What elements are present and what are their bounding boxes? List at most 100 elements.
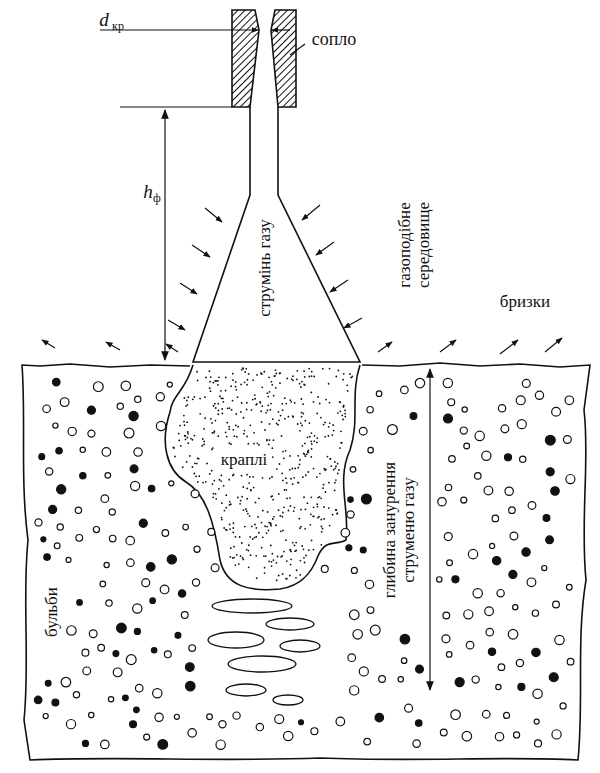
droplet-dot [302,476,304,478]
gas-bubble [123,695,129,701]
droplet-dot [302,413,304,415]
droplet-dot [305,474,307,476]
droplet-dot [324,436,326,438]
droplet-dot [174,456,176,458]
droplet-dot [258,444,260,446]
gas-bubble [437,577,442,582]
droplet-dot [310,392,312,394]
droplet-dot [233,474,235,476]
droplet-dot [304,562,306,564]
gas-bubble [462,407,467,412]
gas-bubble [164,651,171,658]
gas-bubble [219,721,226,728]
droplet-dot [294,507,296,509]
droplet-dot [322,368,324,370]
droplet-dot [242,367,244,369]
droplet-dot [313,468,315,470]
droplet-dot [335,509,337,511]
droplet-dot [241,475,243,477]
droplet-dot [278,509,280,511]
droplet-dot [280,415,282,417]
gas-bubble [98,644,105,651]
droplet-dot [221,502,223,504]
gas-bubble [44,554,51,561]
droplet-stipple [172,367,353,581]
droplet-dot [192,398,194,400]
droplet-dot [248,373,250,375]
gas-bubble [89,630,97,638]
droplet-dot [339,401,341,403]
droplet-dot [211,422,213,424]
droplet-dot [228,479,230,481]
droplet-dot [351,376,353,378]
droplet-dot [261,405,263,407]
gas-bubble [452,576,459,583]
gas-bubble [410,413,417,420]
droplet-dot [192,439,194,441]
droplet-dot [243,433,245,435]
gas-bubble [447,560,453,566]
gas-bubble [455,678,464,687]
droplet-dot [230,385,232,387]
droplet-dot [260,410,262,412]
gas-bubble [347,511,354,518]
droplet-dot [334,482,336,484]
droplet-dot [214,403,216,405]
droplet-dot [333,430,335,432]
droplet-dot [331,434,333,436]
droplet-dot [265,412,267,414]
droplet-dot [261,421,263,423]
gas-bubble [144,734,150,740]
gas-bubble [54,543,60,549]
droplet-dot [328,507,330,509]
gas-bubble [67,626,76,635]
gas-bubble [446,652,452,658]
droplet-dot [218,376,220,378]
droplet-dot [332,424,334,426]
droplet-dot [305,555,307,557]
gas-bubble [233,712,240,719]
droplet-dot [186,399,188,401]
droplet-dot [259,402,261,404]
gas-bubble [349,610,359,620]
entrainment-arrows [168,205,362,330]
droplet-dot [282,516,284,518]
droplet-dot [186,461,188,463]
droplet-dot [197,380,199,382]
gas-bubble [52,378,60,386]
text-label: сопло [312,30,357,50]
droplet-dot [210,418,212,420]
gas-bubble [113,668,122,677]
droplet-dot [300,509,302,511]
droplet-dot [325,399,327,401]
droplet-dot [233,435,235,437]
droplet-dot [297,455,299,457]
droplet-dot [296,370,298,372]
gas-bubble [153,689,162,698]
gas-bubble [444,533,452,541]
droplet-dot [173,447,175,449]
droplet-dot [261,522,263,524]
droplet-dot [225,507,227,509]
droplet-dot [235,536,237,538]
gas-bubble [464,610,473,619]
gas-bubble [80,447,85,452]
droplet-dot [273,395,275,397]
gas-bubble [178,590,185,597]
droplet-dot [229,442,231,444]
droplet-dot [247,443,249,445]
droplet-dot [240,384,242,386]
droplet-dot [180,445,182,447]
gas-bubble [109,535,116,542]
gas-bubble [34,696,42,704]
droplet-dot [323,484,325,486]
gas-bubble [416,665,424,673]
gas-bubble [438,498,446,506]
gas-bubble [167,555,176,564]
droplet-dot [328,383,330,385]
droplet-dot [313,515,315,517]
droplet-dot [209,387,211,389]
droplet-dot [283,506,285,508]
gas-bubble [160,585,169,594]
droplet-dot [301,445,303,447]
